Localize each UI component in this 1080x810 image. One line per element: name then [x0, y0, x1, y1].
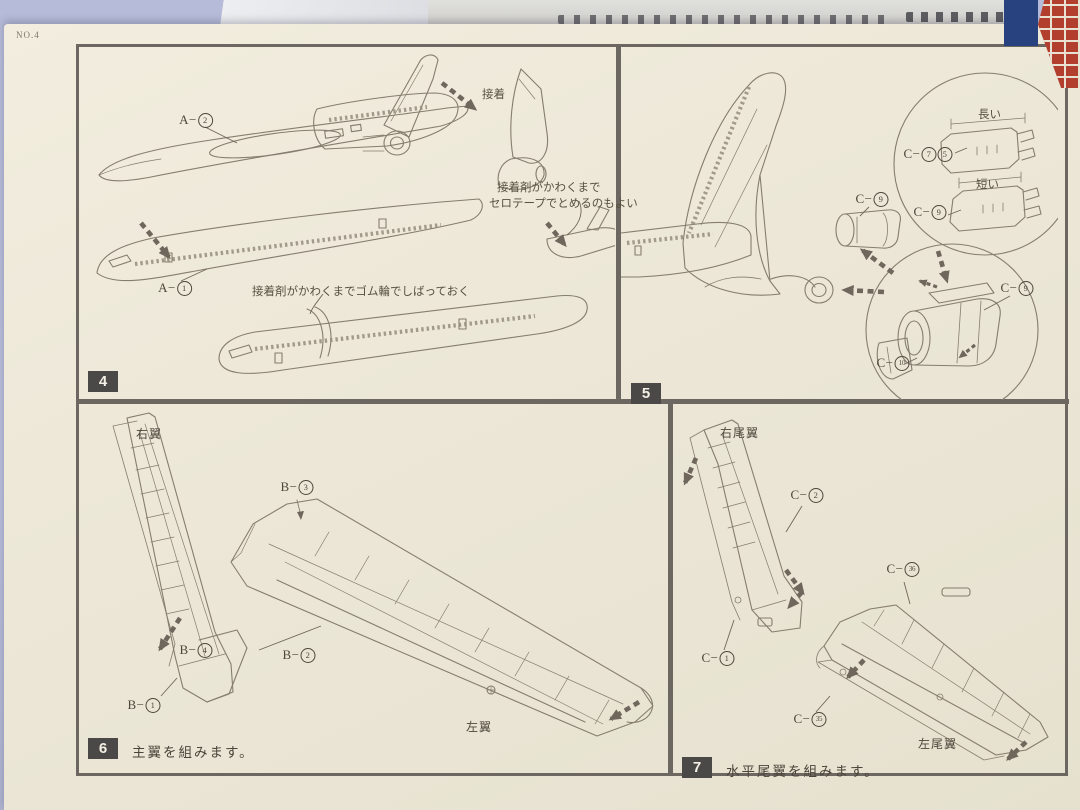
part-prefix: C− — [790, 487, 808, 502]
part-prefix: A− — [179, 112, 197, 127]
fuselage-window-row — [558, 15, 888, 24]
panel-divider-bottom — [668, 399, 673, 774]
step4-illustration — [96, 54, 615, 374]
line-art — [96, 54, 615, 374]
line-art — [112, 412, 654, 737]
part-prefix: C− — [701, 650, 719, 665]
step4-badge: 4 — [88, 371, 118, 392]
panel-divider-top — [616, 44, 621, 403]
leader-lines — [180, 126, 582, 315]
instruction-sheet-paper — [4, 24, 1080, 810]
part-number-circled: 1 — [719, 650, 735, 666]
rubber-band-note: 接着剤がかわくまでゴム輪でしばっておく — [252, 286, 470, 298]
part-prefix: C− — [793, 711, 811, 726]
part-number-circled: 1 — [176, 280, 192, 296]
part-prefix: A− — [158, 280, 176, 295]
part-number-circled: 2 — [808, 487, 824, 503]
fuselage-window-row — [906, 12, 1014, 22]
part-number-circled: 9 — [931, 204, 947, 220]
step5-badge: 5 — [631, 383, 661, 404]
step5-illustration — [621, 72, 1058, 400]
part-number-circled: 36 — [904, 561, 920, 577]
part-prefix: B− — [179, 642, 197, 657]
part-number-circled: 1 — [145, 697, 161, 713]
part-number-circled: 4 — [197, 642, 213, 658]
part-label-c10: C−10 — [876, 355, 910, 371]
background-blue-object — [1004, 0, 1038, 46]
part-label-a1: A−1 — [158, 280, 192, 296]
part-label-b4: B−4 — [179, 642, 213, 658]
part-prefix: C− — [876, 355, 894, 370]
part-prefix: C− — [855, 191, 873, 206]
part-prefix: C− — [903, 146, 921, 161]
step6-badge: 6 — [88, 738, 118, 759]
part-prefix: C− — [886, 561, 904, 576]
small-arrows — [918, 279, 976, 359]
part-prefix: B− — [282, 647, 300, 662]
part-number-circled: 2 — [300, 647, 316, 663]
part-label-c36: C−36 — [886, 561, 920, 577]
leader-lines — [723, 505, 911, 713]
part-number-circled: 2 — [197, 112, 213, 128]
part-label-b2: B−2 — [282, 647, 316, 663]
part-number-circled: 7 — [921, 146, 937, 162]
part-label-c9-short: C−9 — [913, 204, 947, 220]
background-striped-box — [1038, 0, 1080, 88]
left-tail-label: 左尾翼 — [918, 737, 958, 751]
part-number-circled: 5 — [937, 146, 953, 162]
part-prefix: B− — [127, 697, 145, 712]
assembly-arrows — [139, 81, 567, 260]
part-label-c2: C−2 — [790, 487, 824, 503]
part-number-circled: 9 — [1018, 280, 1034, 296]
part-label-b1: B−1 — [127, 697, 161, 713]
right-tail-label: 右尾翼 — [720, 426, 760, 440]
assembly-arrows — [682, 457, 1028, 761]
tape-note-line1: 接着剤がかわくまで — [497, 182, 601, 194]
part-number-circled: 9 — [873, 191, 889, 207]
length-note-short: 短い — [976, 179, 999, 191]
step7-illustration — [682, 419, 1049, 761]
line-art — [621, 72, 1058, 400]
length-note-long: 長い — [978, 109, 1001, 121]
part-label-c35: C−35 — [793, 711, 827, 727]
glue-note: 接着 — [482, 89, 505, 101]
step7-badge: 7 — [682, 757, 712, 778]
part-number-circled: 10 — [894, 355, 910, 371]
assembly-arrows — [841, 248, 950, 296]
leader-lines — [160, 625, 322, 697]
tape-note-line2: セロテープでとめるのもよい — [489, 198, 638, 210]
step6-illustration — [112, 412, 654, 737]
printed-frame — [76, 44, 1068, 776]
line-art — [689, 419, 1049, 761]
left-wing-label: 左翼 — [466, 720, 493, 734]
part-prefix: B− — [280, 479, 298, 494]
part-label-a2: A−2 — [179, 112, 213, 128]
part-label-c9-circle: C−9 — [1000, 280, 1034, 296]
panel-divider-horizontal — [76, 399, 1069, 404]
step7-caption: 水平尾翼を組みます。 — [726, 764, 880, 779]
right-wing-label: 右翼 — [136, 427, 163, 441]
assembly-arrows — [158, 616, 641, 721]
window-bands — [134, 104, 536, 352]
b3-arrowhead — [297, 511, 304, 520]
part-label-b3: B−3 — [280, 479, 314, 495]
step6-caption: 主翼を組みます。 — [132, 745, 255, 760]
part-prefix: C− — [913, 204, 931, 219]
part-number-circled: 3 — [298, 479, 314, 495]
part-prefix: C− — [1000, 280, 1018, 295]
page-number: NO.4 — [16, 30, 40, 40]
part-number-circled: 35 — [811, 711, 827, 727]
part-label-c1: C−1 — [701, 650, 735, 666]
window-bands — [626, 86, 751, 246]
part-label-c9-engine: C−9 — [855, 191, 889, 207]
